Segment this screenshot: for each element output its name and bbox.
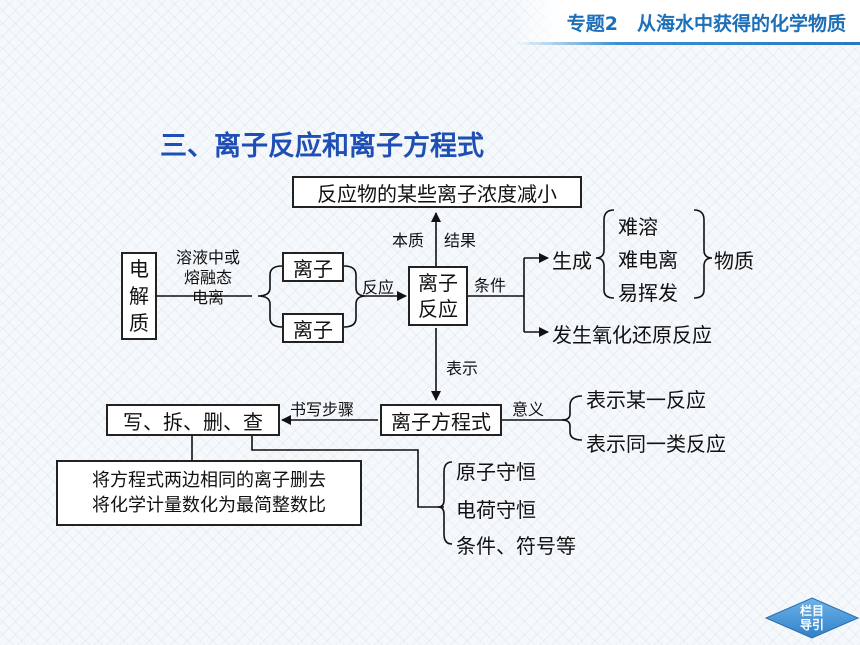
ion-lower-box: 离子 (282, 313, 344, 343)
delete-line-2: 将化学计量数化为最简整数比 (92, 495, 326, 516)
generate-label: 生成 (552, 249, 592, 273)
header-bar: 专题2 从海水中获得的化学物质 (515, 0, 860, 42)
section-title: 三、离子反应和离子方程式 (160, 131, 484, 162)
reaction-label: 反应 (362, 278, 395, 297)
meaning-item-one: 表示某一反应 (586, 388, 706, 412)
ionic-equation-box: 离子方程式 (380, 404, 502, 436)
nav-button-shape (764, 597, 860, 639)
product-volatile: 易挥发 (618, 281, 678, 305)
nav-label-line-1: 栏目 (799, 604, 824, 618)
represent-label: 表示 (446, 359, 479, 378)
brace-meaning (561, 395, 583, 441)
brace-ions-left (257, 265, 283, 328)
result-label: 结果 (444, 231, 477, 250)
ionize-line-3: 电离 (191, 288, 224, 307)
check-conditions-symbols: 条件、符号等 (456, 534, 576, 558)
check-charge-conservation: 电荷守恒 (456, 498, 536, 522)
electrolyte-char-2: 解 (129, 283, 149, 308)
nav-guide-button[interactable]: 栏目 导引 (764, 596, 860, 640)
brace-check (437, 461, 453, 545)
brace-products-right (693, 209, 713, 299)
check-atom-conservation: 原子守恒 (456, 460, 536, 484)
header-underline (515, 42, 860, 45)
condition-label: 条件 (474, 276, 507, 295)
ion-reaction-line-2: 反应 (418, 297, 458, 321)
product-weak-electrolyte: 难电离 (618, 248, 678, 272)
essence-label: 本质 (392, 231, 425, 250)
delete-line-1: 将方程式两边相同的离子删去 (92, 470, 326, 491)
delete-simplify-box: 将方程式两边相同的离子删去 将化学计量数化为最简整数比 (56, 460, 362, 526)
header-title: 专题2 从海水中获得的化学物质 (566, 13, 846, 35)
check-connector (251, 436, 444, 508)
electrolyte-char-1: 电 (129, 256, 149, 281)
ion-upper-box: 离子 (282, 252, 344, 282)
electrolyte-char-3: 质 (129, 310, 149, 335)
product-insoluble: 难溶 (618, 215, 658, 239)
meaning-item-class: 表示同一类反应 (586, 432, 726, 456)
writing-steps-label: 书写步骤 (290, 400, 355, 419)
electrolyte-box: 电 解 质 (121, 252, 157, 340)
meaning-label: 意义 (512, 400, 545, 419)
nav-label-line-2: 导引 (799, 618, 824, 632)
ion-reaction-line-1: 离子 (418, 271, 458, 295)
substance-label: 物质 (714, 249, 754, 273)
brace-products-left (595, 209, 615, 299)
redox-label: 发生氧化还原反应 (552, 323, 712, 347)
steps-box: 写、拆、删、查 (106, 404, 280, 436)
ionize-condition-label: 溶液中或 熔融态 电离 (166, 248, 250, 308)
ionize-line-2: 熔融态 (183, 268, 232, 287)
ionize-line-1: 溶液中或 (175, 248, 240, 267)
ion-concentration-box: 反应物的某些离子浓度减小 (292, 176, 582, 208)
ion-reaction-box: 离子 反应 (408, 266, 468, 326)
